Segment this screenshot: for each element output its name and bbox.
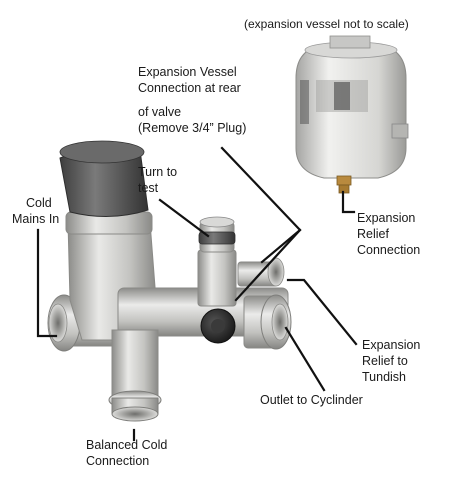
leader-vessel-connection-2 [260,228,302,264]
label-turn-to-test: Turn to test [138,164,177,196]
leader-relief-connection [341,190,356,214]
label-line: Connection [86,454,150,468]
vessel-not-to-scale-note: (expansion vessel not to scale) [244,17,409,31]
label-line: Mains In [12,212,60,226]
label-line: Connection at rear [138,81,241,95]
leader-turn-to-test [158,198,210,238]
label-line: Expansion Vessel [138,65,237,79]
label-line: Tundish [362,370,407,384]
label-vessel-connection: Expansion Vessel Connection at rear of v… [138,64,246,136]
label-line: Relief [357,227,389,241]
leader-relief-tundish [286,278,358,346]
label-line: of valve [138,105,182,119]
label-outlet: Outlet to Cyclinder [260,393,363,407]
label-line: Balanced Cold [86,438,168,452]
expansion-vessel [295,35,409,194]
label-line: Cold [26,196,52,210]
label-relief-connection: Expansion Relief Connection [357,210,420,258]
label-line: Relief to [362,354,408,368]
label-line: test [138,181,159,195]
leader-outlet [284,326,326,392]
label-line: (Remove 3/4” Plug) [138,121,247,135]
label-line: Expansion [357,211,416,225]
leader-cold-mains [36,228,58,338]
label-relief-tundish: Expansion Relief to Tundish [362,337,420,385]
label-line: Connection [357,243,421,257]
label-line: Turn to [138,165,178,179]
label-cold-mains: Cold Mains In [12,195,59,227]
label-balanced-cold: Balanced Cold Connection [86,437,167,469]
valve-assembly [47,140,292,422]
label-line: Expansion [362,338,421,352]
